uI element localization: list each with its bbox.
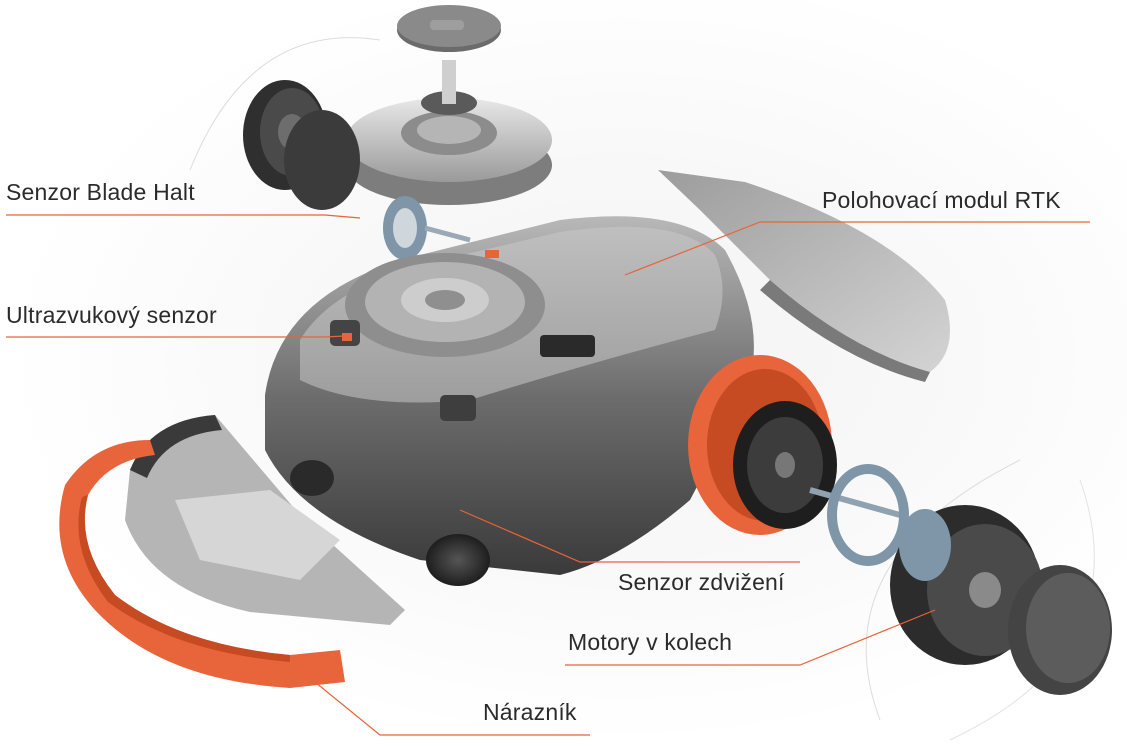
label-ultrasonic-sensor: Ultrazvukový senzor: [6, 302, 217, 328]
leader-motor: [565, 609, 936, 666]
blade-halt-disc-part: [243, 80, 360, 210]
label-blade-halt-sensor: Senzor Blade Halt: [6, 179, 195, 205]
rtk-cover-part: [658, 170, 950, 382]
orbit-arc: [865, 459, 1021, 721]
orbit-arc: [189, 37, 381, 171]
leader-lift: [459, 509, 800, 563]
leader-bumper: [309, 677, 590, 736]
leader-rtk: [624, 221, 1090, 276]
wheel-cover-part: [1008, 565, 1112, 695]
label-hub-motors: Motory v kolech: [568, 629, 733, 655]
top-cap-part: [397, 5, 501, 52]
label-bumper: Nárazník: [483, 699, 577, 725]
blade-gear-part: [383, 196, 471, 260]
bumper-frame-part: [125, 415, 405, 625]
leader-lines: [6, 214, 1090, 736]
mower-body-part: [265, 216, 754, 586]
label-lift-sensor: Senzor zdvižení: [618, 569, 785, 595]
leader-blade-halt: [6, 214, 361, 219]
blade-disc-part: [346, 60, 552, 205]
orange-bumper-part: [59, 440, 346, 688]
motor-gear-part: [809, 464, 909, 566]
orange-tire-part: [688, 355, 837, 535]
label-rtk-module: Polohovací modul RTK: [822, 187, 1061, 213]
leader-ultrasonic: [6, 335, 345, 338]
